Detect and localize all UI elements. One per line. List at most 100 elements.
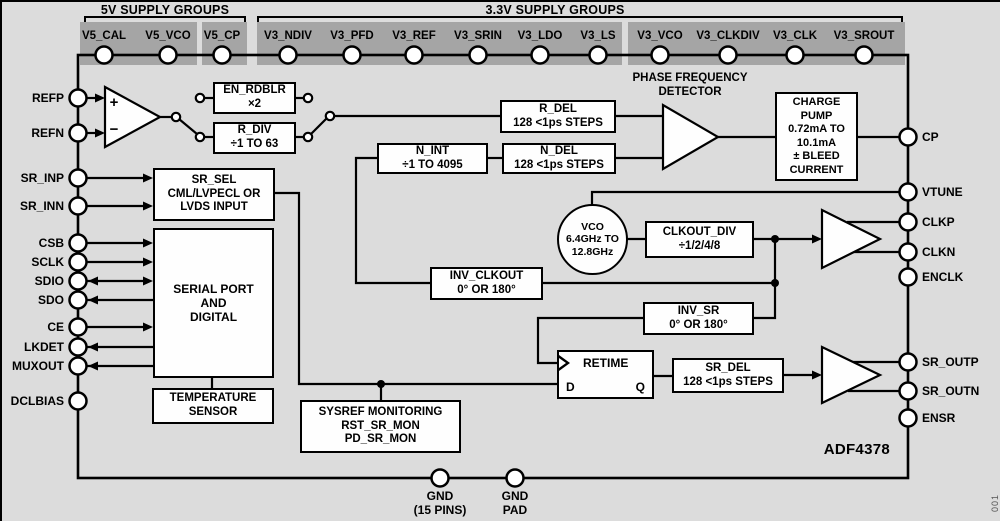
pin-v3-clk: [785, 45, 805, 65]
arrow-srbuf: [812, 370, 822, 380]
pin-label-v5-cp: V5_CP: [203, 30, 241, 42]
cp-line4: 10.1mA: [796, 136, 837, 149]
block-serial-port: SERIAL PORT AND DIGITAL: [153, 228, 274, 378]
clock-input-icon-inner: [559, 358, 566, 368]
sr-sel-line3: LVDS INPUT: [180, 201, 248, 214]
en-rdblr-line1: EN_RDBLR: [223, 84, 286, 97]
arrow-sdo: [88, 295, 98, 305]
gnd-pad-line2: PAD: [502, 503, 528, 517]
retime-label: RETIME: [583, 356, 629, 370]
cp-line1: CHARGE: [792, 96, 841, 108]
clkout-div-line2: ÷1/2/4/8: [678, 239, 721, 252]
pin-sr-outn: [898, 381, 918, 401]
pin-label-v3-ls: V3_LS: [580, 30, 616, 42]
arrow-ce: [143, 322, 153, 332]
arrow-sdio-in: [143, 276, 153, 286]
pin-v5-vco: [158, 45, 178, 65]
pin-label-gnd-pad: GND PAD: [483, 489, 547, 517]
arrow-muxout: [88, 361, 98, 371]
pin-label-clkn: CLKN: [922, 245, 956, 259]
pin-label-csb: CSB: [38, 236, 64, 250]
pin-gnd: [430, 468, 450, 488]
wire-srsel-retime: [274, 191, 557, 386]
arrow-clkbuf: [812, 234, 822, 244]
switch-lever-right: [310, 117, 328, 135]
sysref-line2: RST_SR_MON: [341, 419, 420, 432]
r-del-line2: 128 <1ps STEPS: [513, 116, 603, 129]
pin-label-sr-inp: SR_INP: [20, 171, 64, 185]
pin-v5-cp: [212, 45, 232, 65]
gnd-pad-line1: GND: [501, 489, 529, 503]
n-int-line2: ÷1 TO 4095: [402, 158, 463, 171]
switch-throw-rdiv-in: [194, 131, 206, 143]
wire-vtune: [590, 190, 901, 205]
group-title-5v: 5V SUPPLY GROUPS: [100, 3, 230, 17]
clkout-div-line1: CLKOUT_DIV: [662, 225, 737, 238]
comparator-minus-sign: −: [109, 121, 119, 138]
bracket-5v: [84, 16, 246, 22]
sr-output-buffer-triangle: [820, 345, 883, 405]
n-int-line1: N_INT: [415, 144, 450, 157]
block-sr-del: SR_DEL 128 <1ps STEPS: [672, 358, 784, 393]
pin-ensr: [898, 408, 918, 428]
block-temp-sensor: TEMPERATURE SENSOR: [152, 388, 274, 424]
pin-ce: [68, 317, 88, 337]
pin-label-v3-clk: V3_CLK: [772, 30, 818, 42]
vco-line1: VCO: [581, 221, 604, 234]
gnd-line1: GND: [426, 489, 454, 503]
pfd-label: PHASE FREQUENCY DETECTOR: [610, 72, 770, 100]
pin-label-cp: CP: [922, 130, 939, 144]
part-number: ADF4378: [823, 441, 890, 458]
pin-label-sr-outp: SR_OUTP: [922, 355, 979, 369]
switch-pole-left: [170, 111, 182, 123]
gnd-line2: (15 PINS): [413, 503, 467, 517]
arrowheads: [88, 93, 822, 388]
pin-label-enclk: ENCLK: [922, 270, 964, 284]
sr-del-line2: 128 <1ps STEPS: [683, 375, 773, 388]
switch-lever-left: [178, 118, 198, 135]
junction-dot: [771, 279, 779, 287]
pin-refp: [68, 88, 88, 108]
pin-label-v3-ref: V3_REF: [392, 30, 436, 42]
pin-v3-ref: [404, 45, 424, 65]
retime-d-label: D: [566, 379, 575, 394]
block-charge-pump: CHARGE PUMP 0.72mA TO 10.1mA ± BLEED CUR…: [775, 92, 858, 181]
pin-v5-cal: [94, 45, 114, 65]
block-inv-clkout: INV_CLKOUT 0° OR 180°: [430, 267, 543, 300]
pin-circles: [68, 45, 918, 488]
pin-enclk: [898, 267, 918, 287]
pin-dclbias: [68, 391, 88, 411]
inv-sr-line2: 0° OR 180°: [669, 318, 728, 331]
sysref-line3: PD_SR_MON: [344, 433, 417, 446]
pin-label-ce: CE: [47, 320, 64, 334]
block-vco: VCO 6.4GHz TO 12.8GHz: [557, 204, 628, 275]
pin-label-v3-srout: V3_SROUT: [833, 30, 895, 42]
pin-csb: [68, 233, 88, 253]
switch-pole-right: [324, 110, 336, 122]
serial-line2: AND: [200, 295, 227, 310]
serial-line1: SERIAL PORT: [173, 281, 254, 296]
pin-vtune: [898, 182, 918, 202]
pin-sr-inn: [68, 196, 88, 216]
bracket-3v3: [257, 16, 903, 22]
vco-line3: 12.8GHz: [571, 245, 614, 258]
group-title-3v3: 3.3V SUPPLY GROUPS: [485, 3, 625, 17]
pin-clkp: [898, 212, 918, 232]
pin-refn: [68, 123, 88, 143]
block-clkout-div: CLKOUT_DIV ÷1/2/4/8: [645, 221, 754, 258]
pin-gnd-pad: [505, 468, 525, 488]
pin-sdio: [68, 271, 88, 291]
switch-throw-rdblr-out: [302, 92, 314, 104]
vco-line2: 6.4GHz TO: [566, 233, 619, 246]
pin-label-v3-ldo: V3_LDO: [517, 30, 563, 42]
r-div-line1: R_DIV: [237, 124, 272, 137]
pfd-line2: DETECTOR: [658, 85, 722, 98]
arrow-refn: [95, 128, 105, 138]
pin-sclk: [68, 252, 88, 272]
pin-label-clkp: CLKP: [922, 215, 955, 229]
block-n-int: N_INT ÷1 TO 4095: [377, 143, 488, 174]
junction-dot: [771, 235, 779, 243]
cp-line5: ± BLEED: [793, 150, 840, 162]
